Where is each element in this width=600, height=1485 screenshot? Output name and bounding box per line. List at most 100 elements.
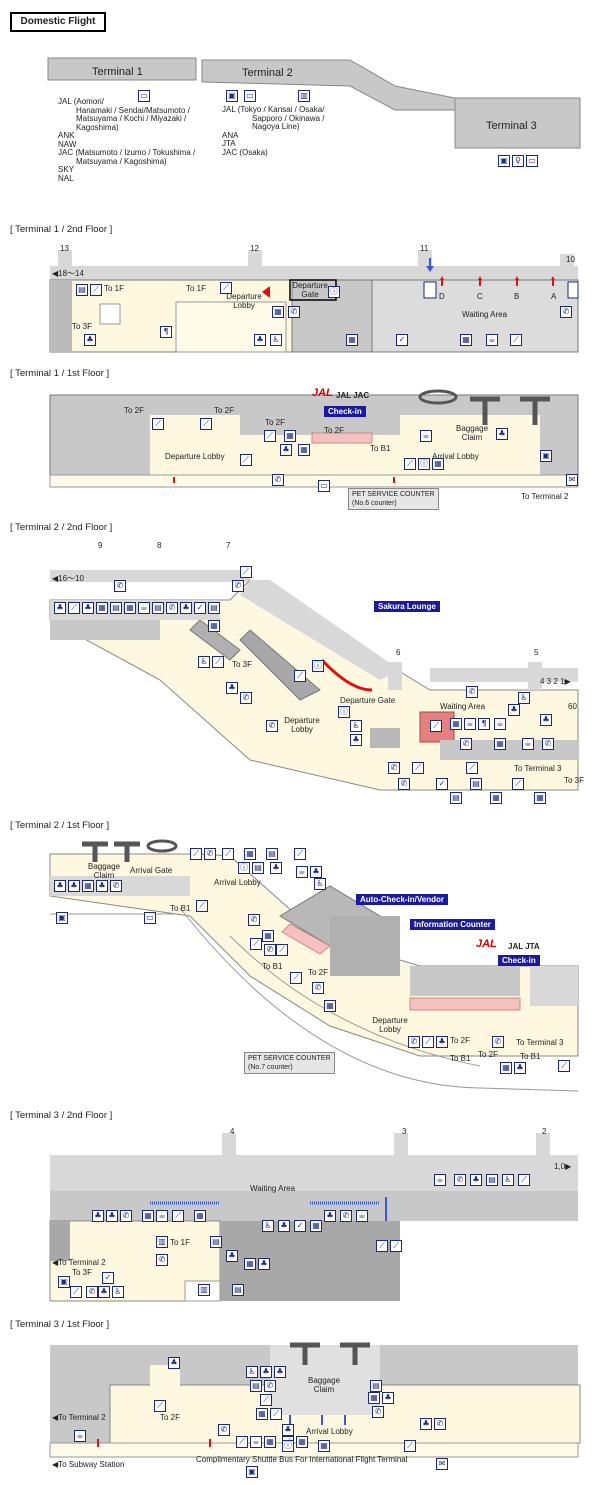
luggage-icon: ▦ bbox=[96, 602, 108, 614]
terminal-3-label: Terminal 3 bbox=[486, 120, 537, 132]
arrival-lobby-label: Arrival Lobby bbox=[306, 1427, 353, 1436]
pet-service-title: PET SERVICE COUNTER bbox=[352, 491, 435, 498]
info-icon: ⓘ bbox=[328, 286, 340, 298]
bus-icon: ▣ bbox=[498, 155, 510, 167]
smoking-icon: ✓ bbox=[102, 1272, 114, 1284]
to-2f-label: To 2F bbox=[478, 1050, 499, 1059]
airline-line: ANA bbox=[222, 130, 239, 140]
gate-3-label: 3 bbox=[402, 1127, 407, 1136]
shuttle-bus-label: Complimentary Shuttle Bus For Internatio… bbox=[196, 1455, 408, 1464]
stairs-icon: ▥ bbox=[156, 1236, 168, 1248]
restroom-icon: ♣ bbox=[168, 1357, 180, 1369]
restroom-icon: ♣ bbox=[258, 1258, 270, 1270]
terminal-2-building bbox=[201, 59, 456, 111]
escalator-icon: ⟋ bbox=[260, 1394, 272, 1406]
to-3f-label: To 3F bbox=[72, 1268, 93, 1277]
bus-icon: ▣ bbox=[246, 1466, 258, 1478]
stairs-icon: ⟋ bbox=[152, 418, 164, 430]
restroom-icon: ♣ bbox=[106, 1210, 118, 1222]
gate-a-label: A bbox=[551, 292, 557, 301]
phone-icon: ✆ bbox=[218, 1424, 230, 1436]
terminal-1-building bbox=[47, 57, 197, 81]
train-icon: ▥ bbox=[298, 90, 310, 102]
to-2f-label: To 2F bbox=[450, 1036, 471, 1045]
airline-line: Hanamaki / Sendai/Matsumoto / bbox=[76, 105, 190, 115]
bus-icon: ▣ bbox=[56, 912, 68, 924]
to-1f-label: To 1F bbox=[104, 284, 125, 293]
pet-service-counter-tag: PET SERVICE COUNTER (No.7 counter) bbox=[244, 1052, 335, 1074]
wheelchair-icon: ♿ bbox=[246, 1366, 258, 1378]
phone-icon: ✆ bbox=[264, 944, 276, 956]
airline-line: JAC (Osaka) bbox=[222, 147, 268, 157]
wheelchair-icon: ♿ bbox=[350, 720, 362, 732]
luggage-icon: ▦ bbox=[284, 430, 296, 442]
to-2f-label: To 2F bbox=[124, 406, 145, 415]
car-icon: ▭ bbox=[526, 155, 538, 167]
escalator-icon: ⟋ bbox=[412, 762, 424, 774]
terminal-1-label: Terminal 1 bbox=[92, 66, 143, 78]
phone-icon: ✆ bbox=[434, 1418, 446, 1430]
baggage-claim-label: Baggage Claim bbox=[87, 862, 121, 880]
car-icon: ▭ bbox=[144, 912, 156, 924]
restroom-icon: ♣ bbox=[226, 682, 238, 694]
wheelchair-icon: ♿ bbox=[502, 1174, 514, 1186]
cafe-icon: ☕ bbox=[420, 430, 432, 442]
shop-icon: ▤ bbox=[486, 1174, 498, 1186]
restroom-icon: ♣ bbox=[270, 862, 282, 874]
cafe-icon: ☕ bbox=[356, 1210, 368, 1222]
car-icon: ▭ bbox=[244, 90, 256, 102]
info-icon: ⓘ bbox=[238, 862, 250, 874]
luggage-icon: ▦ bbox=[450, 718, 462, 730]
gate-11-label: 11 bbox=[420, 244, 429, 253]
luggage-icon: ▦ bbox=[494, 738, 506, 750]
phone-icon: ✆ bbox=[398, 778, 410, 790]
restroom-icon: ♣ bbox=[84, 334, 96, 346]
to-2f-label: To 2F bbox=[308, 968, 329, 977]
shop-icon: ▤ bbox=[370, 1380, 382, 1392]
wheelchair-icon: ♿ bbox=[262, 1220, 274, 1232]
luggage-icon: ▦ bbox=[324, 1000, 336, 1012]
airline-label: JAL JTA bbox=[508, 942, 540, 951]
shop-icon: ▤ bbox=[470, 778, 482, 790]
info-icon: ⓘ bbox=[282, 1440, 294, 1452]
gate-range-label: ◀16～10 bbox=[52, 574, 84, 583]
t3-2f-floor-map bbox=[49, 1133, 578, 1302]
luggage-icon: ▦ bbox=[208, 620, 220, 632]
escalator-icon: ⟋ bbox=[236, 1436, 248, 1448]
luggage-icon: ▦ bbox=[272, 306, 284, 318]
phone-icon: ✆ bbox=[388, 762, 400, 774]
gate-12-label: 12 bbox=[250, 244, 259, 253]
pet-service-number: (No.7 counter) bbox=[248, 1064, 293, 1071]
gate-4-label: 4 bbox=[230, 1127, 235, 1136]
restroom-icon: ♣ bbox=[280, 444, 292, 456]
restroom-icon: ♣ bbox=[278, 1220, 290, 1232]
airline-line: SKY bbox=[58, 165, 75, 174]
to-b1-label: To B1 bbox=[262, 962, 283, 971]
to-2f-label: To 2F bbox=[214, 406, 235, 415]
cafe-icon: ☕ bbox=[464, 718, 476, 730]
gate-6-label: 6 bbox=[396, 648, 401, 657]
escalator-icon: ⟋ bbox=[70, 1286, 82, 1298]
information-counter-tag: Information Counter bbox=[410, 919, 495, 930]
elevator-icon: ⟋ bbox=[264, 430, 276, 442]
pet-service-counter-tag: PET SERVICE COUNTER (No.6 counter) bbox=[348, 488, 439, 510]
t1-1f-floor-map bbox=[49, 389, 579, 488]
restroom-icon: ♣ bbox=[470, 1174, 482, 1186]
elevator-icon: ⟋ bbox=[404, 1440, 416, 1452]
elevator-icon: ⟋ bbox=[68, 602, 80, 614]
shop-icon: ▤ bbox=[232, 1284, 244, 1296]
jal-logo: JAL bbox=[476, 938, 497, 950]
mail-icon: ✉ bbox=[436, 1458, 448, 1470]
restroom-icon: ♣ bbox=[82, 602, 94, 614]
restroom-icon: ♣ bbox=[274, 1366, 286, 1378]
to-b1-label: To B1 bbox=[170, 904, 191, 913]
restroom-icon: ♣ bbox=[54, 602, 66, 614]
book-icon: ▤ bbox=[76, 284, 88, 296]
phone-icon: ✆ bbox=[110, 880, 122, 892]
cafe-icon: ☕ bbox=[250, 1436, 262, 1448]
luggage-icon: ▦ bbox=[296, 1436, 308, 1448]
t2-1f-floor-map bbox=[49, 839, 579, 1092]
section-heading-t2-2f: [ Terminal 2 / 2nd Floor ] bbox=[10, 522, 113, 533]
bus-icon: ▣ bbox=[226, 90, 238, 102]
escalator-icon: ⟋ bbox=[294, 848, 306, 860]
